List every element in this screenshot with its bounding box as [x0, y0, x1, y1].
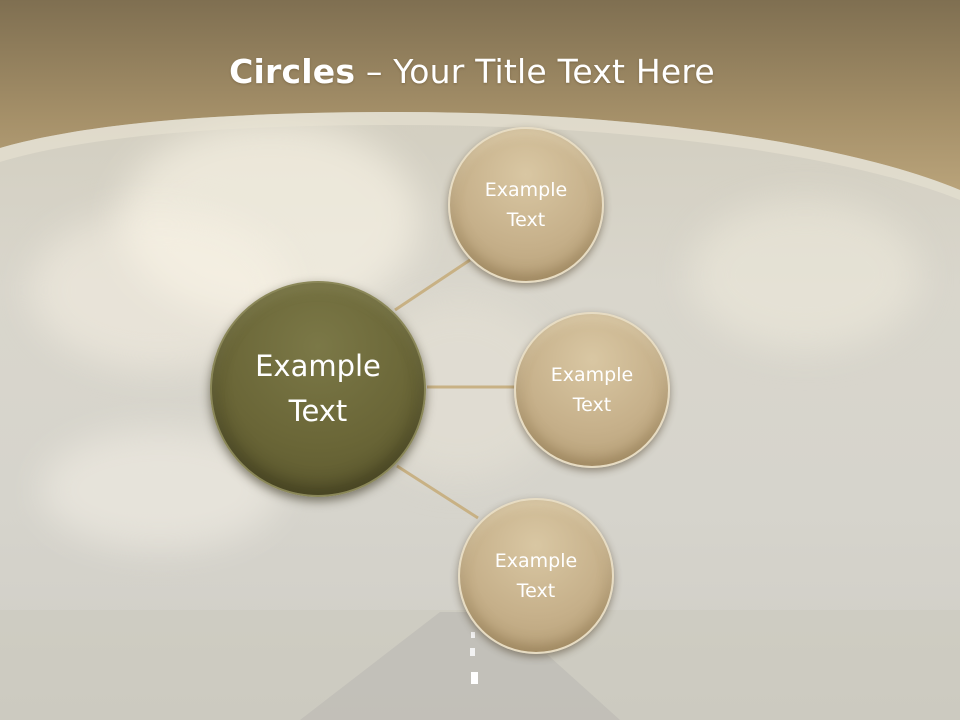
background-cloud [690, 200, 920, 350]
connector-line [394, 258, 471, 312]
node-line2: Text [506, 209, 546, 231]
center-circle: Example Text [210, 281, 426, 497]
node-line2: Text [572, 394, 612, 416]
node-line1: Example [494, 550, 578, 572]
node-circle-text: Example Text [495, 546, 577, 606]
node-circle-text: Example Text [551, 360, 633, 420]
title-bold: Circles [229, 52, 356, 91]
title-rest: – Your Title Text Here [355, 52, 715, 91]
background-cloud [120, 120, 420, 320]
connector-line [396, 464, 479, 520]
node-circle-middle: Example Text [514, 312, 670, 468]
node-line1: Example [550, 364, 634, 386]
slide-title: Circles – Your Title Text Here [0, 52, 944, 91]
header-band [0, 0, 960, 200]
center-circle-text: Example Text [255, 344, 381, 434]
node-line1: Example [484, 179, 568, 201]
node-circle-top: Example Text [448, 127, 604, 283]
node-line2: Text [516, 580, 556, 602]
node-circle-bottom: Example Text [458, 498, 614, 654]
center-line2: Text [288, 394, 348, 428]
node-circle-text: Example Text [485, 175, 567, 235]
center-line1: Example [255, 349, 381, 383]
